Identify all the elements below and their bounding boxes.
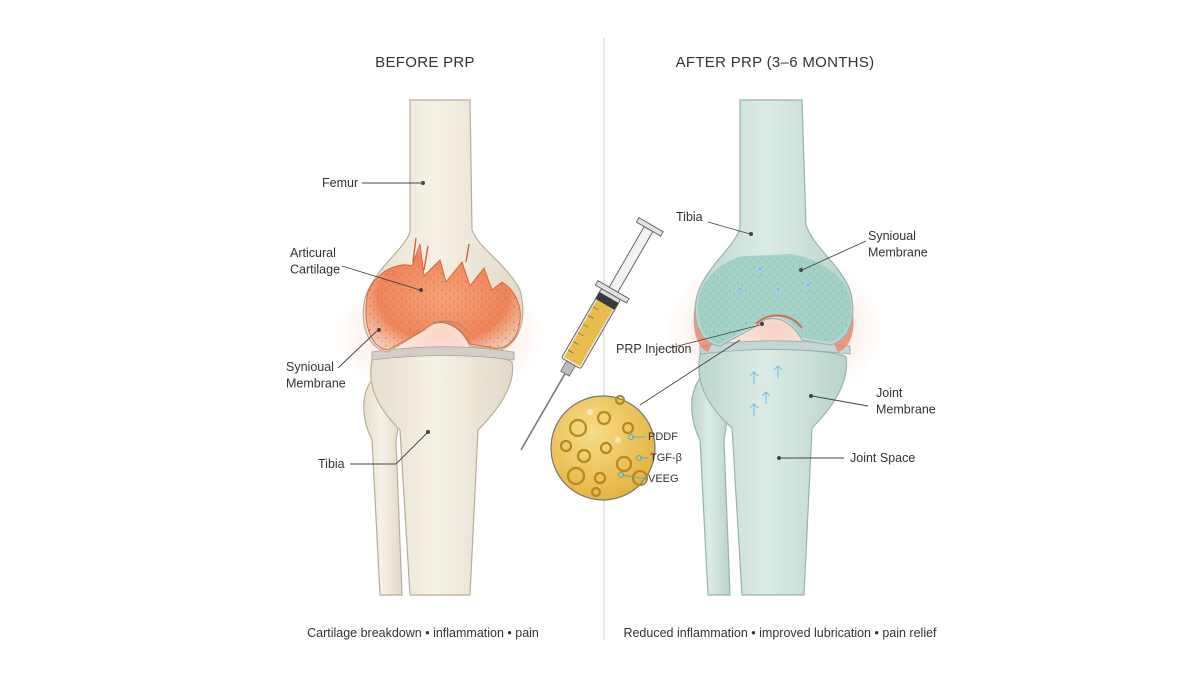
label-line: Membrane (876, 402, 936, 416)
label-line: Membrane (286, 376, 346, 390)
label-line: Membrane (868, 245, 928, 259)
label-prp-injection: PRP Injection (616, 342, 692, 356)
growth-factor-item: VEEG (648, 473, 679, 485)
before-knee-illustration (335, 99, 545, 596)
label-line: Cartilage (290, 262, 340, 276)
after-knee-illustration (665, 99, 885, 596)
after-caption: Reduced inflammation • improved lubricat… (623, 626, 937, 640)
label-line: Joint (876, 386, 903, 400)
label-line: Synioual (868, 229, 916, 243)
prp-magnified-view (550, 394, 656, 501)
injection-labels: PRP Injection PDDF TGF-β VEEG (616, 322, 764, 485)
growth-factor-item: PDDF (648, 431, 678, 443)
growth-factor-list: PDDF TGF-β VEEG (618, 431, 682, 485)
before-title: BEFORE PRP (375, 54, 475, 71)
label-joint-space: Joint Space (850, 451, 915, 465)
label-line: Synioual (286, 360, 334, 374)
after-title: AFTER PRP (3–6 MONTHS) (676, 54, 875, 71)
label-tibia-before: Tibia (318, 457, 345, 471)
syringe-icon (520, 217, 664, 451)
label-line: Articural (290, 246, 336, 260)
growth-factor-item: TGF-β (650, 452, 682, 464)
label-tibia-after: Tibia (676, 210, 703, 224)
label-femur: Femur (322, 176, 358, 190)
before-caption: Cartilage breakdown • inflammation • pai… (307, 626, 539, 640)
